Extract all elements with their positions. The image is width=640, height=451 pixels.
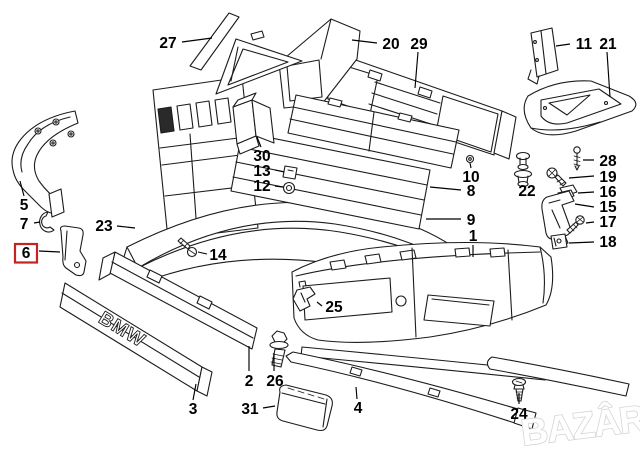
part-clip-13	[282, 165, 298, 180]
part-label-6: 6	[22, 245, 31, 262]
part-screw-14	[177, 237, 198, 258]
part-label-13: 13	[253, 163, 271, 180]
part-nut-12	[282, 181, 296, 195]
part-support-bracket-11	[527, 27, 559, 85]
part-lower-centre-grille	[230, 131, 431, 230]
part-label-3: 3	[189, 401, 198, 418]
part-label-24: 24	[510, 406, 528, 423]
part-label-17: 17	[599, 214, 616, 231]
part-label-27: 27	[159, 35, 176, 52]
part-lower-trim-strip	[285, 351, 537, 430]
part-impact-strip-right	[98, 251, 258, 350]
part-screw-17	[566, 215, 585, 234]
part-holder-bracket	[59, 225, 87, 277]
part-label-23: 23	[95, 218, 113, 235]
bazar-watermark-logo: BAZÂR	[519, 397, 640, 451]
part-air-duct	[278, 18, 361, 109]
part-label-28: 28	[599, 153, 617, 170]
highlight-box-part-6	[13, 242, 39, 264]
part-corner-spoiler-21	[523, 80, 637, 136]
part-label-8: 8	[467, 183, 476, 200]
part-label-22: 22	[518, 183, 535, 200]
part-label-4: 4	[354, 400, 363, 417]
part-fog-lamp-cover	[276, 384, 333, 432]
part-label-5: 5	[20, 197, 29, 214]
part-centre-grille	[287, 94, 460, 169]
part-label-19: 19	[599, 169, 617, 186]
part-label-25: 25	[325, 299, 343, 316]
part-label-16: 16	[599, 184, 617, 201]
part-corner-moulding	[11, 110, 79, 218]
part-label-20: 20	[382, 36, 399, 53]
part-expanding-rivet-22	[513, 151, 533, 188]
part-rub-strip-left	[300, 346, 547, 381]
part-label-26: 26	[266, 373, 284, 390]
part-label-12: 12	[253, 178, 270, 195]
part-label-29: 29	[410, 36, 428, 53]
part-duct-bracket	[232, 92, 275, 155]
leader-lines	[19, 37, 611, 409]
part-label-30: 30	[253, 148, 270, 165]
part-front-panel	[152, 76, 259, 240]
part-clamp-clip	[39, 211, 55, 233]
part-rub-strip-right	[486, 356, 630, 397]
part-screw-19	[546, 167, 567, 187]
part-bolt-26	[269, 330, 289, 368]
part-grommet-10	[465, 154, 475, 164]
part-triangle-bracket	[189, 12, 303, 95]
part-label-18: 18	[599, 234, 617, 251]
part-label-31: 31	[241, 401, 259, 418]
part-label-2: 2	[245, 373, 254, 390]
part-side-bracket-25	[292, 280, 316, 312]
part-label-10: 10	[462, 169, 479, 186]
part-label-9: 9	[467, 212, 476, 229]
part-clip-18	[550, 233, 568, 250]
part-label-15: 15	[599, 199, 617, 216]
part-screw-28	[573, 146, 581, 171]
part-bumper-cover	[291, 241, 554, 343]
part-label-21: 21	[599, 36, 617, 53]
part-label-1: 1	[469, 228, 478, 245]
part-label-7: 7	[20, 216, 29, 233]
part-label-11: 11	[576, 36, 593, 53]
part-label-14: 14	[209, 247, 227, 264]
